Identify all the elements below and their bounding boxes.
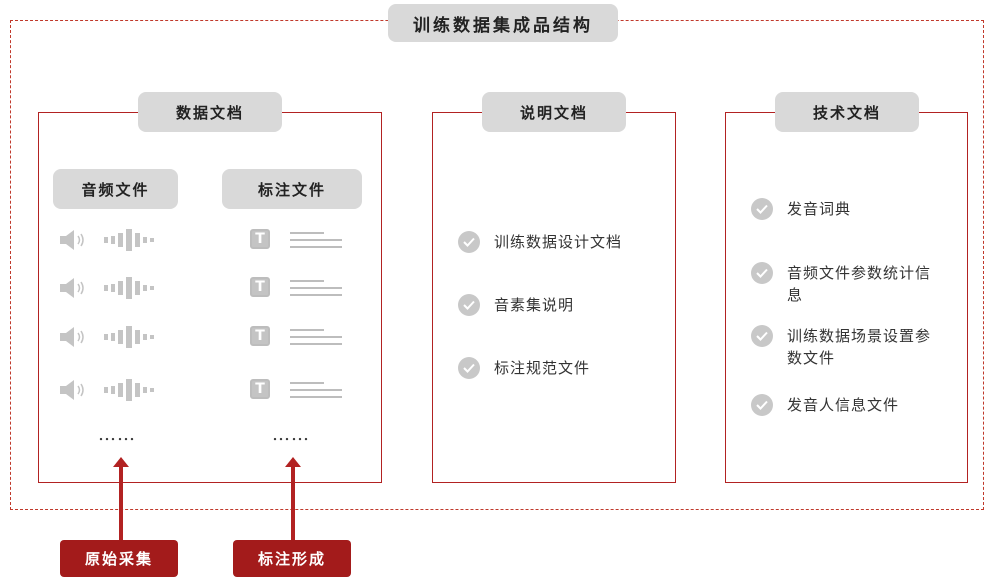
collect-arrow [119,466,123,541]
text-lines-icon [290,379,342,399]
arrow-up-icon [285,457,301,467]
desc-doc-tag: 说明文档 [482,92,626,132]
audio-file-row [58,379,176,401]
check-circle-icon [751,325,773,347]
annotation-file-row: T [250,379,342,399]
text-lines-icon [290,326,342,346]
speaker-icon [58,229,98,251]
check-circle-icon [458,231,480,253]
text-lines-icon [290,229,342,249]
speaker-icon [58,326,98,348]
list-item: 发音词典 [751,198,951,220]
list-item: 音素集说明 [458,294,574,316]
list-item-label: 标注规范文件 [494,359,591,377]
list-item-label: 训练数据设计文档 [494,233,623,251]
annotate-label: 标注形成 [233,540,351,577]
diagram-title: 训练数据集成品结构 [388,4,618,42]
waveform-icon [98,379,176,401]
waveform-icon [98,229,176,251]
list-item-label: 音素集说明 [494,296,575,314]
list-item: 训练数据场景设置参数文件 [751,325,951,369]
text-t-icon: T [250,326,270,346]
text-t-icon: T [250,229,270,249]
audio-ellipsis: …… [98,424,136,445]
waveform-icon [98,277,176,299]
collect-label: 原始采集 [60,540,178,577]
audio-file-row [58,326,176,348]
speaker-icon [58,277,98,299]
list-item: 发音人信息文件 [751,394,951,416]
check-circle-icon [751,262,773,284]
tech-doc-panel [725,112,968,483]
check-circle-icon [751,198,773,220]
list-item-label: 发音人信息文件 [787,396,900,414]
annotation-file-row: T [250,326,342,346]
speaker-icon [58,379,98,401]
arrow-up-icon [113,457,129,467]
list-item: 训练数据设计文档 [458,231,622,253]
audio-file-row [58,277,176,299]
tech-doc-tag: 技术文档 [775,92,919,132]
annotation-file-row: T [250,277,342,297]
list-item-label: 音频文件参数统计信息 [787,264,932,304]
check-circle-icon [751,394,773,416]
anno-ellipsis: …… [272,424,310,445]
list-item: 标注规范文件 [458,357,590,379]
check-circle-icon [458,357,480,379]
list-item: 音频文件参数统计信息 [751,262,951,306]
data-doc-panel [38,112,382,483]
check-circle-icon [458,294,480,316]
audio-file-tag: 音频文件 [53,169,178,209]
text-t-icon: T [250,277,270,297]
anno-file-tag: 标注文件 [222,169,362,209]
list-item-label: 训练数据场景设置参数文件 [787,327,932,367]
annotation-file-row: T [250,229,342,249]
text-lines-icon [290,277,342,297]
annotate-arrow [291,466,295,541]
text-t-icon: T [250,379,270,399]
data-doc-tag: 数据文档 [138,92,282,132]
waveform-icon [98,326,176,348]
list-item-label: 发音词典 [787,200,852,218]
desc-doc-panel [432,112,676,483]
audio-file-row [58,229,176,251]
